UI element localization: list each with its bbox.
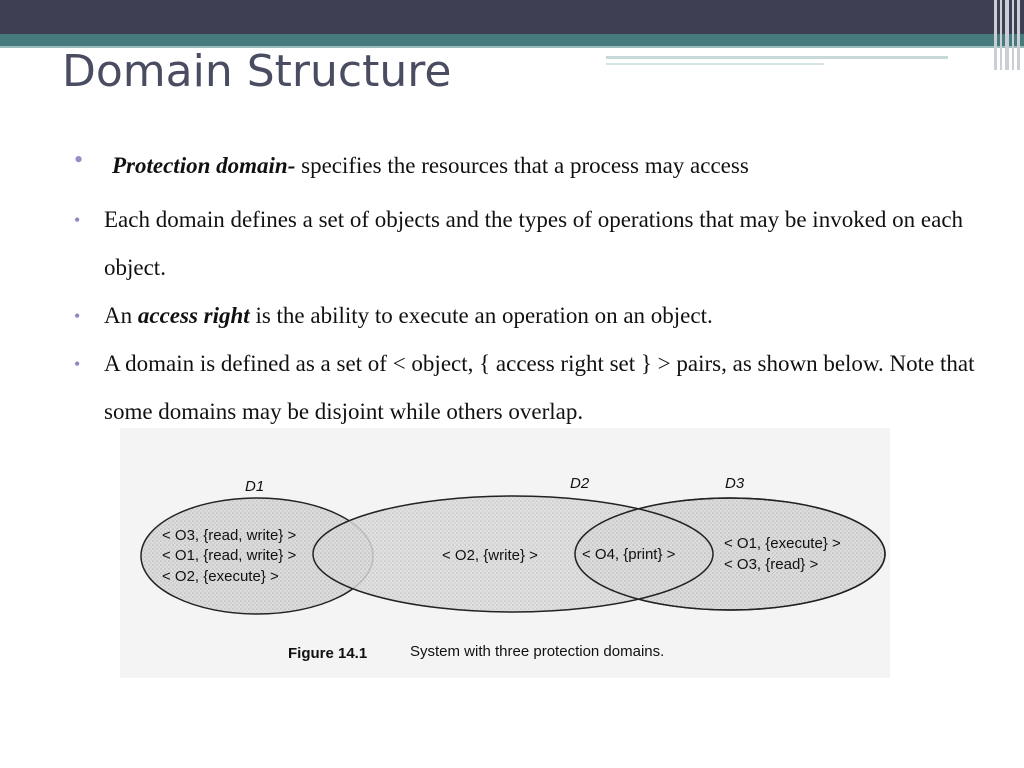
term-protection-domain: Protection domain- (112, 153, 296, 178)
bullet-domain-definition: • A domain is defined as a set of < obje… (74, 340, 994, 436)
d3-pair-1: < O1, {execute} > (724, 535, 841, 552)
protection-domains-figure: D1 D2 D3 < O3, {read, write} > < O1, {re… (120, 428, 890, 678)
domain-d2-ellipse (312, 495, 714, 613)
bullet-each-domain: • Each domain defines a set of objects a… (74, 196, 994, 292)
d1-pair-1: < O3, {read, write} > (162, 527, 296, 544)
overlap-pair: < O4, {print} > (582, 546, 676, 563)
decorative-line (606, 56, 948, 59)
bullet-text: Each domain defines a set of objects and… (104, 207, 964, 280)
label-d3: D3 (725, 475, 745, 492)
bullet-protection-domain: • Protection domain- specifies the resou… (74, 142, 994, 190)
top-header-bar (0, 0, 1024, 34)
label-d2: D2 (570, 475, 590, 492)
figure-caption-label: Figure 14.1 (288, 645, 367, 662)
bullet-list: • Protection domain- specifies the resou… (74, 142, 994, 436)
decorative-stripes (992, 0, 1024, 70)
figure-caption-text: System with three protection domains. (410, 643, 664, 660)
bullet-access-right: • An access right is the ability to exec… (74, 292, 994, 340)
d3-pair-2: < O3, {read} > (724, 556, 818, 573)
bullet-dot-icon: • (74, 354, 81, 374)
bullet-dot-icon: • (74, 210, 81, 230)
term-access-right: access right (137, 303, 250, 328)
teal-accent-line (0, 46, 1024, 48)
bullet-prefix: An (104, 303, 138, 328)
bullet-dot-icon: • (74, 145, 84, 174)
bullet-text: specifies the resources that a process m… (295, 153, 749, 178)
label-d1: D1 (245, 478, 264, 495)
domain-diagram: D1 D2 D3 < O3, {read, write} > < O1, {re… (120, 428, 890, 678)
domain-d3-outline (574, 497, 886, 611)
bullet-dot-icon: • (74, 306, 81, 326)
d1-pair-3: < O2, {execute} > (162, 568, 279, 585)
d1-pair-2: < O1, {read, write} > (162, 547, 296, 564)
d2-pair: < O2, {write} > (442, 547, 538, 564)
decorative-line (606, 63, 824, 65)
teal-accent-bar (0, 34, 1024, 46)
bullet-text: A domain is defined as a set of < object… (104, 351, 975, 424)
slide-title: Domain Structure (62, 46, 452, 97)
bullet-text: is the ability to execute an operation o… (249, 303, 713, 328)
